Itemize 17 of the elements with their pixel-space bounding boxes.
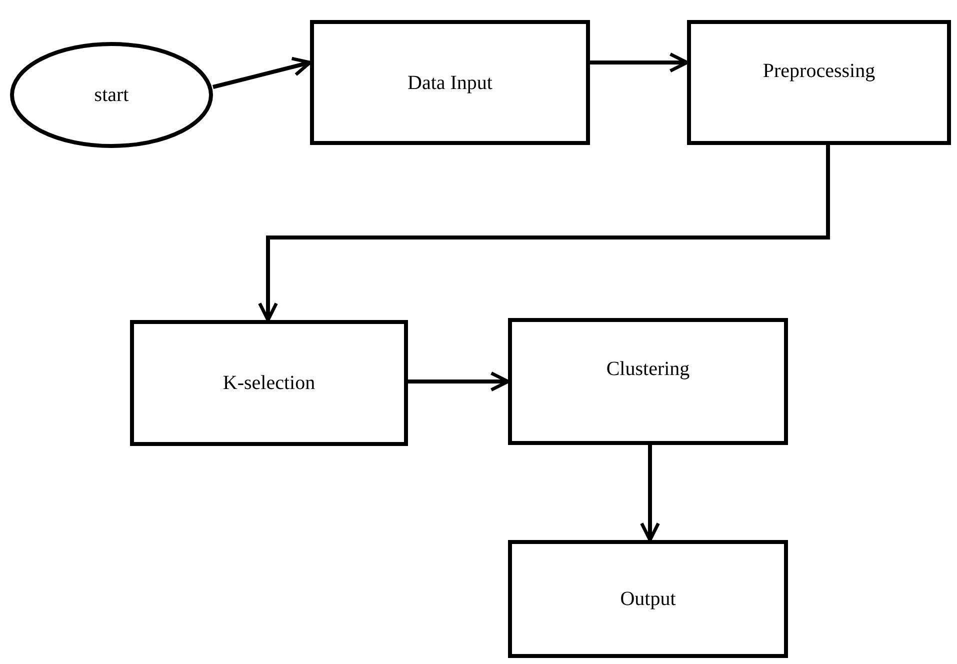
process-box	[508, 540, 788, 658]
process-box	[130, 320, 408, 446]
arrow	[258, 145, 830, 322]
arrow	[408, 372, 510, 392]
node-label: K-selection	[222, 371, 316, 396]
process-box	[310, 20, 590, 145]
node-label: Preprocessing	[762, 59, 876, 84]
node-label: Data Input	[408, 70, 492, 96]
node-label: start	[94, 83, 129, 108]
arrow	[212, 56, 312, 89]
process-box	[508, 318, 788, 445]
process-box	[687, 20, 951, 145]
node-label: Clustering	[606, 357, 690, 382]
arrow	[640, 445, 660, 542]
arrow	[590, 52, 689, 72]
node-label: Output	[620, 587, 676, 612]
start-ellipse	[10, 42, 213, 148]
